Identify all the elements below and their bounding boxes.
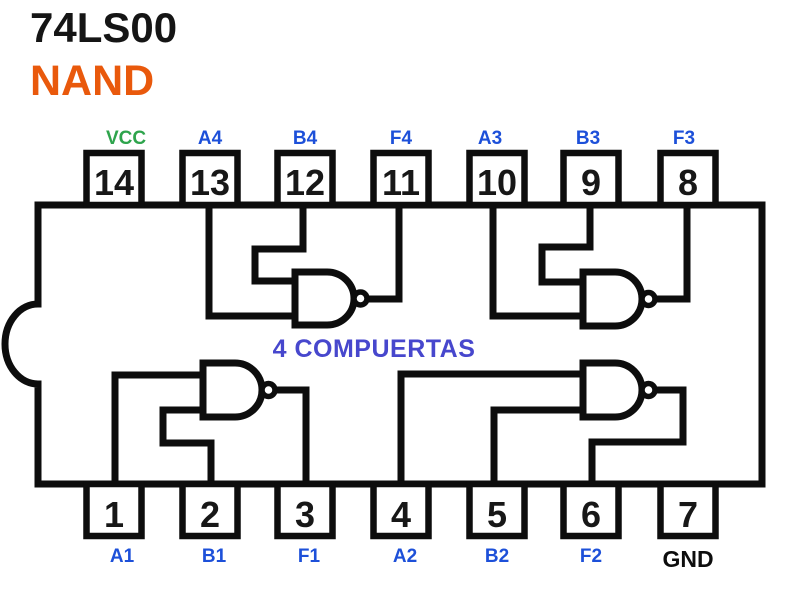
pin-12-label-b4: B4 (293, 128, 318, 149)
pin-5-number: 5 (487, 494, 507, 535)
pin-11: 11 F4 (370, 128, 432, 209)
pin-3-number: 3 (295, 494, 315, 535)
pin-12: 12 B4 (274, 128, 336, 209)
pin-8: 8 F3 (657, 128, 719, 209)
wire-b2-pin5 (490, 406, 588, 486)
nand-gate-1 (199, 359, 266, 421)
pin-3-box (274, 480, 336, 540)
page-subtitle-gate-type: NAND (30, 57, 154, 105)
nand-gate-3 (579, 268, 646, 330)
pin-4-box (370, 480, 432, 540)
pin-12-box (274, 149, 336, 209)
wire-b3-pin9 (538, 204, 594, 286)
gate-count-caption: 4 COMPUERTAS (273, 335, 476, 363)
pin-11-box (370, 149, 432, 209)
pin-2: 2 B1 (179, 480, 241, 567)
page-title: 74LS00 (30, 4, 177, 51)
pin-1: 1 A1 (83, 480, 145, 567)
wire-f1-pin3 (268, 386, 310, 486)
pin-7-box (657, 480, 719, 540)
pin-8-number: 8 (678, 162, 698, 203)
pin-10-box (466, 149, 528, 209)
pin-3-label-f1: F1 (298, 546, 321, 567)
wire-f3-pin8 (648, 204, 691, 303)
wire-a2-pin4 (397, 370, 588, 486)
pin-13-number: 13 (190, 162, 230, 203)
pin-4-number: 4 (391, 494, 411, 535)
pin-8-label-f3: F3 (673, 128, 695, 149)
ic-body-outline (1, 201, 766, 488)
pin-6-number: 6 (581, 494, 601, 535)
pin-11-label-f4: F4 (390, 128, 413, 149)
wire-b4-pin12 (251, 204, 307, 285)
pin-6-label-f2: F2 (580, 546, 602, 567)
wire-f4-pin11 (360, 204, 403, 303)
gate-1-output-bubble (259, 380, 278, 400)
gate-4-output-bubble (351, 289, 370, 308)
pin-5: 5 B2 (466, 480, 528, 567)
pin-14-number: 14 (94, 162, 134, 203)
pin-1-box (83, 480, 145, 540)
wire-b1-pin2 (159, 406, 215, 486)
pin-1-label-a1: A1 (110, 546, 135, 567)
pin-8-box (657, 149, 719, 209)
wire-f2-pin6 (588, 386, 687, 486)
pin-2-box (179, 480, 241, 540)
pin-9: 9 B3 (560, 128, 622, 209)
pin-5-label-b2: B2 (485, 546, 509, 567)
pin-10: 10 A3 (466, 128, 528, 209)
pin-13-label-a4: A4 (198, 128, 223, 149)
pin-6-box (560, 480, 622, 540)
pin-2-label-b1: B1 (202, 546, 227, 567)
pin-7-number: 7 (678, 494, 698, 535)
pin-5-box (466, 480, 528, 540)
pin-7: 7 GND (657, 480, 719, 572)
pin-1-number: 1 (104, 494, 124, 535)
wire-a4-pin13 (205, 204, 300, 320)
pin-12-number: 12 (285, 162, 325, 203)
pin-14-label-vcc: VCC (106, 128, 146, 149)
pin-6: 6 F2 (560, 480, 622, 567)
wire-a1-pin1 (111, 371, 208, 486)
pin-3: 3 F1 (274, 480, 336, 567)
pin-7-label-gnd: GND (662, 546, 713, 572)
gate-2-output-bubble (639, 380, 658, 400)
pin-14: 14 VCC (83, 128, 146, 209)
pin-10-number: 10 (477, 162, 517, 203)
pin-11-number: 11 (382, 162, 420, 203)
pin-9-label-b3: B3 (576, 128, 600, 149)
pin-4-label-a2: A2 (393, 546, 417, 567)
pin-4: 4 A2 (370, 480, 432, 567)
pin-10-label-a3: A3 (478, 128, 502, 149)
pin-2-number: 2 (200, 494, 220, 535)
pin-9-box (560, 149, 622, 209)
pin-13-box (179, 149, 241, 209)
nand-gate-2 (579, 359, 646, 421)
wire-a3-pin10 (489, 204, 588, 320)
gate-3-output-bubble (639, 289, 658, 309)
pin-9-number: 9 (581, 162, 601, 203)
nand-gate-4 (291, 268, 358, 329)
pin-13: 13 A4 (179, 128, 241, 209)
pin-14-box (83, 149, 145, 209)
